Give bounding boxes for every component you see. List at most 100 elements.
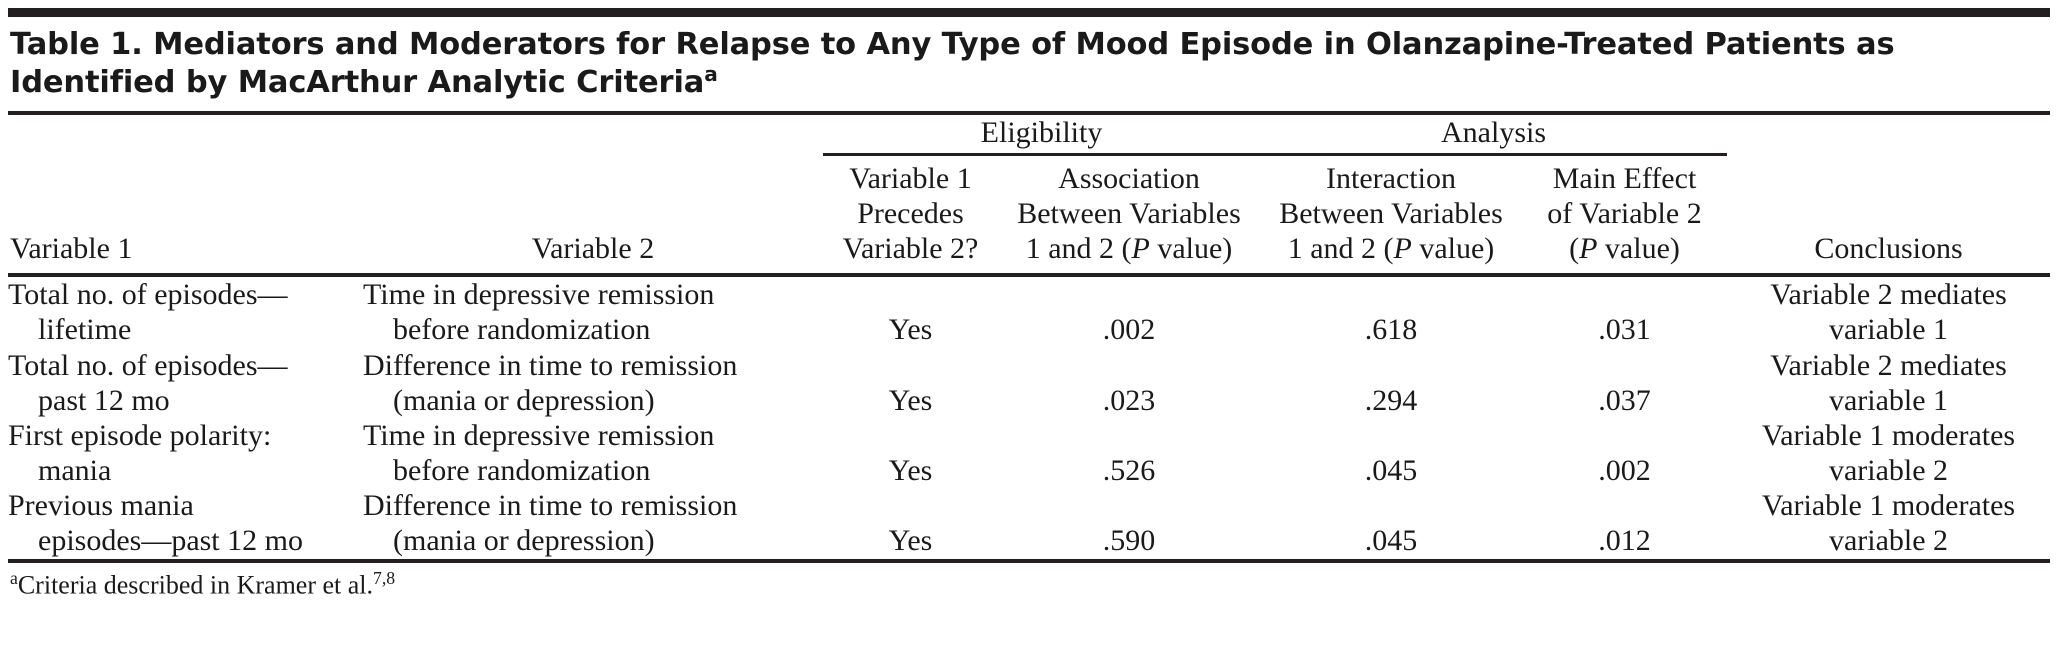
cell-conclusion: Variable 1 moderates variable 2 [1727,488,2050,558]
variable1-line2: past 12 mo [38,383,170,417]
cell-interaction: .045 [1364,523,1418,557]
main-pre: ( [1569,231,1580,265]
table-row: Previous mania episodes—past 12 mo Diffe… [8,488,2050,558]
table-body: Total no. of episodes— lifetime Time in … [8,275,2050,558]
variable1-line1: Total no. of episodes— [8,278,288,312]
col-header-association-line2: Between Variables [1017,196,1241,230]
inter-post: value) [1411,231,1495,265]
group-header-blank-1 [8,115,363,155]
conclusion-line2: variable 1 [1828,383,1949,417]
col-header-main-effect: Main Effect of Variable 2 (P value) [1522,154,1727,278]
main-post: value) [1597,231,1680,265]
table-bottom-rule [8,559,2050,564]
cell-main-effect: .002 [1598,453,1651,487]
variable1-line2: lifetime [38,313,132,347]
table-row: Total no. of episodes— lifetime Time in … [8,275,2050,347]
cell-interaction: .294 [1364,383,1418,417]
cell-variable1: Total no. of episodes— past 12 mo [8,348,363,418]
column-header-row: Variable 1 Variable 2 Variable 1 Precede… [8,154,2050,278]
cell-conclusion: Variable 2 mediates variable 1 [1727,348,2050,418]
conclusion-line2: variable 1 [1828,313,1949,347]
variable2-line1: Time in depressive remission [363,418,715,452]
cell-variable1: Previous mania episodes—past 12 mo [8,488,363,558]
col-header-association-line1: Association [1058,161,1200,195]
variable2-line2: (mania or depression) [393,383,655,417]
cell-precedes: Yes [888,383,933,417]
table-top-rule [8,8,2050,17]
cell-association: .590 [1102,523,1156,557]
conclusion-line1: Variable 1 moderates [1761,488,2016,522]
footnote-refs: 7,8 [373,568,396,589]
col-header-precedes-line1: Variable 1 [849,161,972,195]
assoc-pre: 1 and 2 ( [1025,231,1132,265]
col-header-precedes-line2: Precedes [857,196,964,230]
col-header-main-effect-line3: (P value) [1569,232,1680,265]
caption-text: Table 1. Mediators and Moderators for Re… [10,27,1895,101]
variable1-line1: Total no. of episodes— [8,348,288,382]
variable2-line1: Time in depressive remission [363,278,715,312]
cell-association: .023 [1102,383,1156,417]
table-caption: Table 1. Mediators and Moderators for Re… [8,17,2042,109]
inter-p-italic: P [1393,231,1412,265]
cell-conclusion: Variable 2 mediates variable 1 [1727,275,2050,347]
cell-precedes: Yes [888,313,933,347]
table-row: First episode polarity: mania Time in de… [8,418,2050,488]
cell-main-effect: .031 [1598,313,1651,347]
cell-variable1: First episode polarity: mania [8,418,363,488]
col-header-interaction-line3: 1 and 2 (P value) [1288,232,1495,265]
group-header-analysis: Analysis [1260,114,1727,156]
col-header-interaction: Interaction Between Variables 1 and 2 (P… [1260,154,1522,278]
conclusion-line1: Variable 2 mediates [1770,348,2007,382]
cell-association: .002 [1102,313,1156,347]
conclusion-line2: variable 2 [1828,453,1949,487]
cell-variable2: Difference in time to remission (mania o… [363,488,823,558]
cell-variable2: Time in depressive remission before rand… [363,418,823,488]
col-header-main-effect-line1: Main Effect [1552,161,1697,195]
caption-footnote-marker: a [704,62,718,87]
col-header-interaction-line2: Between Variables [1279,196,1503,230]
cell-precedes: Yes [888,523,933,557]
variable2-line2: (mania or depression) [393,523,655,557]
cell-main-effect: .037 [1598,383,1651,417]
col-header-conclusions: Conclusions [1727,154,2050,278]
cell-interaction: .045 [1364,453,1418,487]
cell-precedes: Yes [888,453,933,487]
cell-interaction: .618 [1364,313,1418,347]
group-header-row: Eligibility Analysis [8,114,2050,156]
table-footnote: aCriteria described in Kramer et al.7,8 [8,563,2050,607]
table-head: Eligibility Analysis Variable 1 Variable… [8,114,2050,278]
mediators-moderators-table: Eligibility Analysis Variable 1 Variable… [8,114,2050,558]
cell-variable1: Total no. of episodes— lifetime [8,275,363,347]
col-header-main-effect-line2: of Variable 2 [1547,196,1702,230]
cell-variable2: Time in depressive remission before rand… [363,275,823,347]
variable2-line1: Difference in time to remission [363,348,738,382]
inter-pre: 1 and 2 ( [1287,231,1394,265]
footnote-marker: a [10,568,18,589]
assoc-p-italic: P [1131,231,1150,265]
cell-association: .526 [1102,453,1156,487]
cell-variable2: Difference in time to remission (mania o… [363,348,823,418]
footnote-text: Criteria described in Kramer et al. [17,570,374,600]
variable2-line2: before randomization [393,453,651,487]
group-header-eligibility: Eligibility [823,114,1260,156]
col-header-precedes: Variable 1 Precedes Variable 2? [823,154,998,278]
assoc-post: value) [1149,231,1233,265]
variable1-line2: episodes—past 12 mo [38,523,303,557]
conclusion-line1: Variable 2 mediates [1770,278,2007,312]
main-p-italic: P [1579,231,1598,265]
col-header-association: Association Between Variables 1 and 2 (P… [998,154,1260,278]
col-header-association-line3: 1 and 2 (P value) [1026,232,1233,265]
group-header-blank-3 [1727,115,2050,155]
variable1-line1: Previous mania [8,488,194,522]
variable2-line2: before randomization [393,313,651,347]
conclusion-line1: Variable 1 moderates [1761,418,2016,452]
table-row: Total no. of episodes— past 12 mo Differ… [8,348,2050,418]
col-header-precedes-line3: Variable 2? [842,231,979,265]
variable1-line1: First episode polarity: [8,418,272,452]
variable2-line1: Difference in time to remission [363,488,738,522]
table-container: Table 1. Mediators and Moderators for Re… [0,8,2058,607]
col-header-interaction-line1: Interaction [1326,161,1456,195]
cell-main-effect: .012 [1598,523,1651,557]
caption-bottom-rule [8,110,2050,115]
col-header-variable2: Variable 2 [363,154,823,278]
